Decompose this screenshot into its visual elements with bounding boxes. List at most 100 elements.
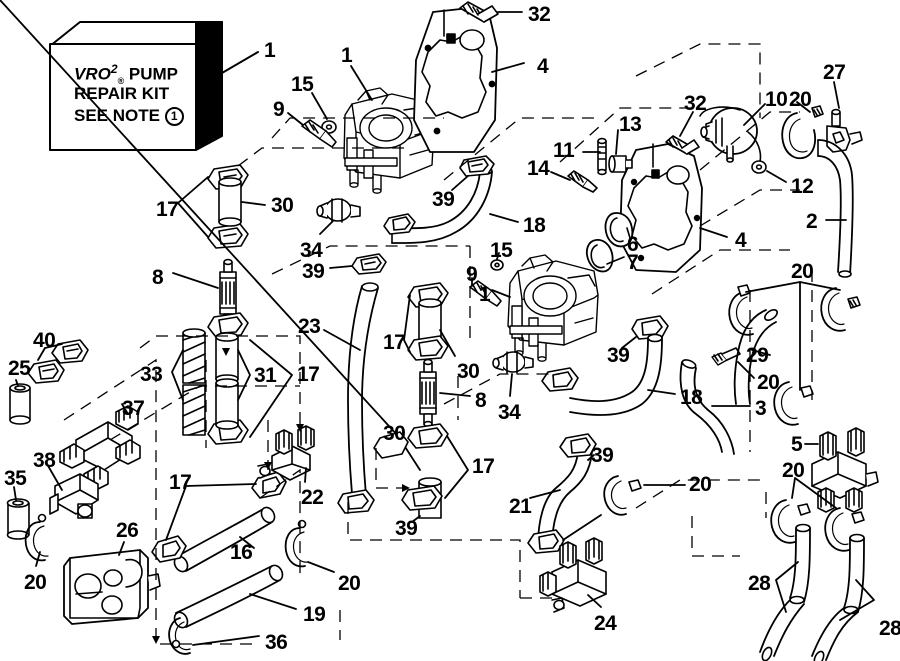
clamp-17-bottom <box>373 431 409 459</box>
callout-number-36: 36 <box>265 631 288 654</box>
sleeve-31-b <box>215 378 239 430</box>
clamp-17-c <box>207 312 249 338</box>
callout-number-25: 25 <box>8 357 31 380</box>
callout-number-14: 14 <box>527 157 550 180</box>
manifold-5 <box>811 427 879 513</box>
hose-3 <box>679 359 735 455</box>
callout-number-1: 1 <box>264 39 276 62</box>
hose-2 <box>817 139 854 278</box>
callout-number-29: 29 <box>746 344 769 367</box>
note-number-circle: 1 <box>164 107 184 127</box>
callout-number-21: 21 <box>509 495 532 518</box>
clamp-39-hose18 <box>541 367 579 392</box>
callout-number-11: 11 <box>553 139 575 162</box>
callout-number-31: 31 <box>254 364 277 387</box>
callout-number-33: 33 <box>140 363 163 386</box>
callout-number-15: 15 <box>490 239 513 262</box>
callout-number-18: 18 <box>680 386 703 409</box>
hose-28-d <box>811 607 859 661</box>
hose-29 <box>733 309 778 405</box>
callout-number-1: 1 <box>479 283 491 306</box>
callout-number-39: 39 <box>302 260 325 283</box>
clamp-17-b <box>207 223 249 249</box>
screw-9 <box>301 119 337 148</box>
check-valve-8-mid <box>419 358 437 428</box>
screw-32-lower <box>652 135 700 168</box>
hose-28-c <box>759 599 805 661</box>
repair-kit-box <box>49 21 223 151</box>
callout-number-32: 32 <box>684 92 707 115</box>
kit-box-line-3: SEE NOTE 1 <box>74 106 184 127</box>
clamp-20-hose19 <box>284 519 309 568</box>
clamp-17-hose16-a <box>151 535 187 563</box>
clamp-39-hose21-bot <box>527 529 565 554</box>
sleeve-25 <box>9 383 31 425</box>
callout-number-2: 2 <box>806 210 818 233</box>
spring-33-b <box>182 384 206 436</box>
callout-number-18: 18 <box>523 214 546 237</box>
callout-number-17: 17 <box>156 198 179 221</box>
fitting-13 <box>608 155 633 173</box>
clamp-20-left <box>24 513 49 562</box>
callout-number-17: 17 <box>169 471 192 494</box>
callout-number-20: 20 <box>782 459 805 482</box>
arrow-1 <box>296 424 304 432</box>
clamp-17-lower-a <box>407 423 449 449</box>
clamp-39-hose21-top <box>559 433 597 458</box>
callout-number-7: 7 <box>627 251 639 274</box>
clamp-20-r1 <box>728 284 754 336</box>
callout-number-39: 39 <box>591 444 614 467</box>
callout-number-23: 23 <box>298 315 321 338</box>
hose-23 <box>347 282 379 497</box>
sensor-34 <box>316 198 361 223</box>
pulse-limiter-10 <box>699 106 758 163</box>
group-dash-1 <box>271 117 444 139</box>
callout-number-10: 10 <box>765 88 788 111</box>
callout-number-12: 12 <box>791 175 814 198</box>
callout-number-9: 9 <box>273 98 285 121</box>
sleeve-35 <box>6 498 30 540</box>
clamp-39-c <box>383 213 416 235</box>
o-ring-6 <box>604 212 634 248</box>
clamp-39-b <box>351 253 387 275</box>
callout-number-4: 4 <box>735 229 747 252</box>
connector-27 <box>826 108 863 153</box>
clamp-20-upper-right <box>781 105 824 160</box>
hose-18-lower <box>569 333 663 416</box>
hose-19 <box>173 564 284 629</box>
clamp-39-hose23 <box>337 489 375 514</box>
callout-number-20: 20 <box>791 260 814 283</box>
callout-number-5: 5 <box>791 433 803 456</box>
clamp-20-lr2 <box>824 507 865 552</box>
callout-number-35: 35 <box>4 467 27 490</box>
hose-28-a <box>789 523 811 605</box>
callout-number-20: 20 <box>789 88 812 111</box>
spring-33-a <box>182 328 206 384</box>
callout-number-3: 3 <box>755 397 767 420</box>
callout-number-20: 20 <box>24 571 47 594</box>
callout-number-22: 22 <box>301 486 324 509</box>
clamp-39-a <box>459 155 495 177</box>
callout-number-17: 17 <box>383 331 406 354</box>
callout-number-16: 16 <box>230 541 253 564</box>
callout-number-34: 34 <box>300 239 323 262</box>
sleeve-31-a <box>215 332 239 384</box>
callout-number-34: 34 <box>498 401 521 424</box>
clamp-36 <box>168 617 191 655</box>
ground-lead-12 <box>747 131 767 174</box>
callout-number-37: 37 <box>122 397 145 420</box>
callout-number-4: 4 <box>537 55 549 78</box>
clamp-20-r3 <box>773 381 814 426</box>
sleeve-30-a <box>218 177 242 227</box>
callout-number-40: 40 <box>33 329 56 352</box>
callout-number-39: 39 <box>395 517 418 540</box>
gasket-plate-lower <box>619 143 703 273</box>
kit-box-line-1: VRO2® PUMP <box>74 62 179 87</box>
callout-number-8: 8 <box>475 389 487 412</box>
clamp-40-a <box>27 359 65 384</box>
clamp-17-lower-b <box>401 485 443 511</box>
callout-number-1: 1 <box>341 44 353 67</box>
elbow-connector-38 <box>49 473 99 519</box>
